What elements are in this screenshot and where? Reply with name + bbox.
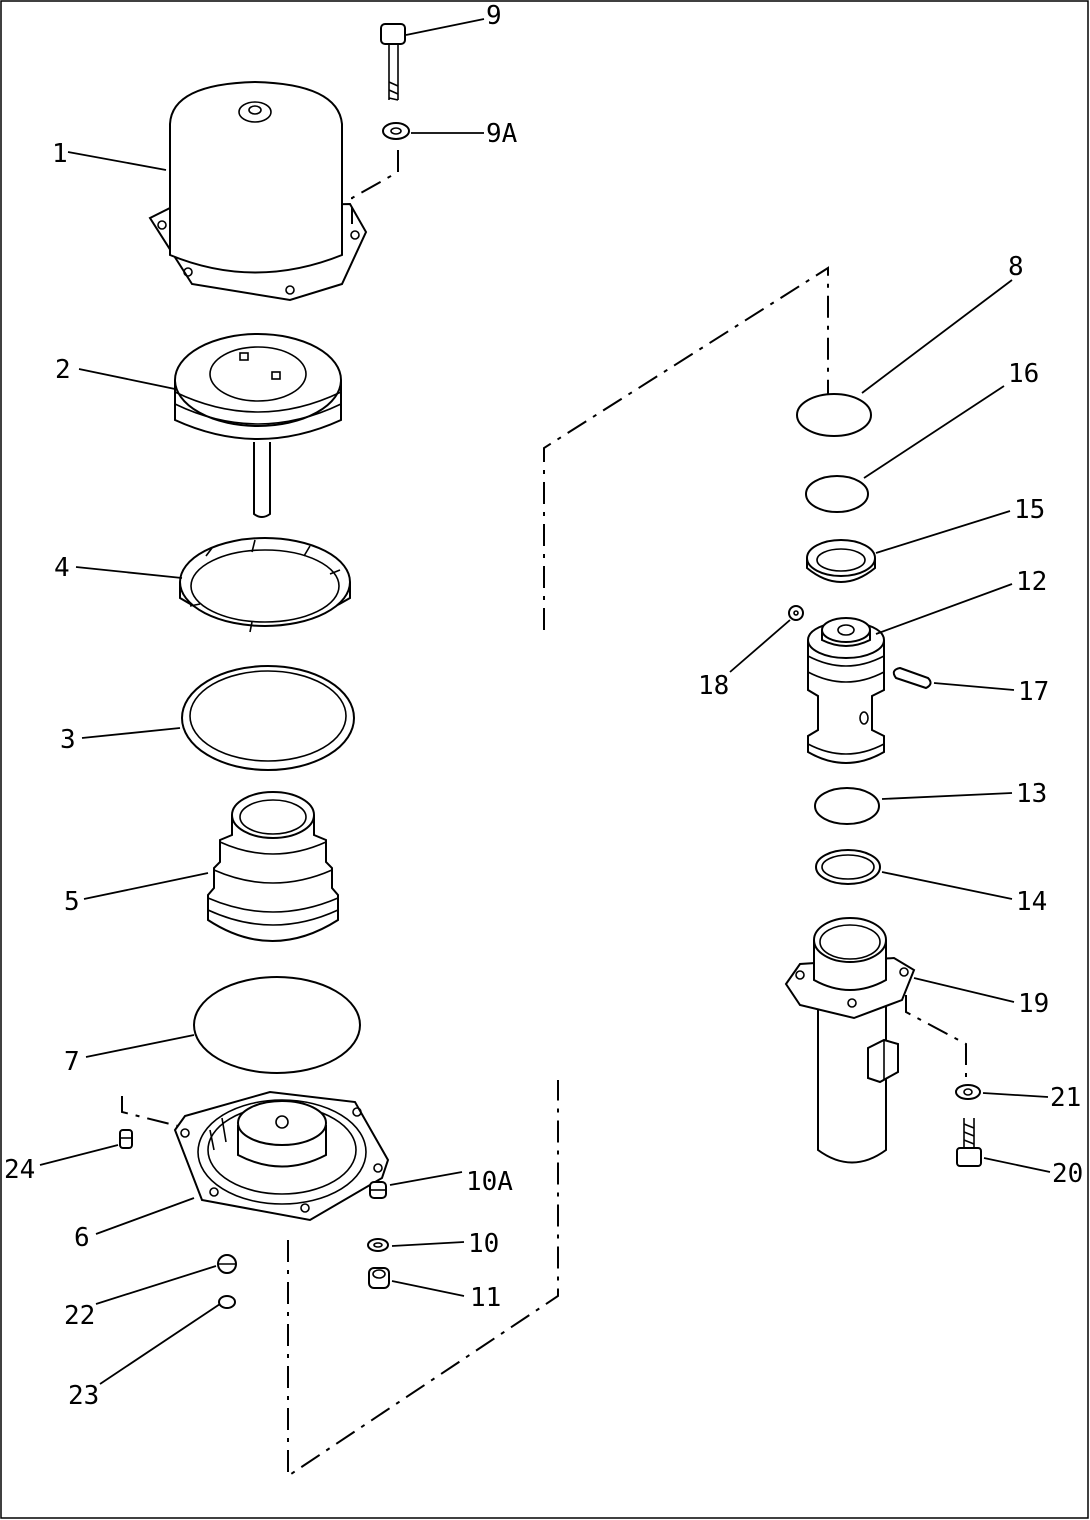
callout-15: 15	[1014, 495, 1045, 525]
callout-labels: 1 2 4 3 5 7 24 6 22 23 9 9A 10A 10 11 8 …	[4, 1, 1083, 1411]
part-16-ring	[805, 475, 869, 513]
callout-5: 5	[64, 887, 80, 917]
part-11-nut	[368, 1267, 390, 1289]
callout-8: 8	[1008, 252, 1024, 282]
part-15-ring	[806, 539, 876, 583]
part-10-washer	[367, 1238, 389, 1252]
callout-3: 3	[60, 725, 76, 755]
part-19-body	[784, 917, 916, 1164]
callout-14: 14	[1016, 887, 1047, 917]
callout-21: 21	[1050, 1083, 1081, 1113]
callout-9a: 9A	[486, 119, 518, 149]
part-21-washer	[955, 1084, 981, 1100]
callout-20: 20	[1052, 1159, 1083, 1189]
part-9a-washer	[382, 122, 410, 140]
callout-4: 4	[54, 553, 70, 583]
part-2-piston	[174, 333, 342, 518]
callout-24: 24	[4, 1155, 35, 1185]
assembly-lines	[121, 150, 967, 1478]
part-10a-nut	[369, 1181, 387, 1199]
callout-7: 7	[64, 1047, 80, 1077]
part-7-o-ring	[193, 976, 361, 1074]
part-1-cover	[148, 80, 368, 302]
part-3-ring	[181, 665, 355, 771]
part-18-pin	[788, 605, 804, 621]
callout-10: 10	[468, 1229, 499, 1259]
callout-11: 11	[470, 1283, 501, 1313]
part-24-plug	[119, 1129, 133, 1149]
callout-16: 16	[1008, 359, 1039, 389]
part-17-pin	[892, 666, 932, 690]
part-12-spool	[807, 617, 885, 764]
callout-22: 22	[64, 1301, 95, 1331]
callout-12: 12	[1016, 567, 1047, 597]
part-6-base-plate	[173, 1090, 390, 1222]
part-20-bolt	[956, 1118, 982, 1167]
part-4-ring	[179, 537, 351, 633]
callout-13: 13	[1016, 779, 1047, 809]
callout-6: 6	[74, 1223, 90, 1253]
part-13-o-ring	[814, 787, 880, 825]
leader-lines	[39, 18, 1051, 1385]
part-5-bellows	[207, 791, 339, 942]
part-14-ring	[815, 849, 881, 885]
callout-2: 2	[55, 355, 71, 385]
callout-23: 23	[68, 1381, 99, 1411]
part-23-ball	[218, 1295, 236, 1309]
callout-9: 9	[486, 1, 502, 31]
callout-10a: 10A	[466, 1167, 513, 1197]
callout-1: 1	[52, 139, 68, 169]
part-9-bolt	[380, 23, 406, 101]
callout-18: 18	[698, 671, 729, 701]
callout-19: 19	[1018, 989, 1049, 1019]
part-22-plug	[217, 1254, 237, 1274]
callout-17: 17	[1018, 677, 1049, 707]
part-8-o-ring	[796, 393, 872, 437]
